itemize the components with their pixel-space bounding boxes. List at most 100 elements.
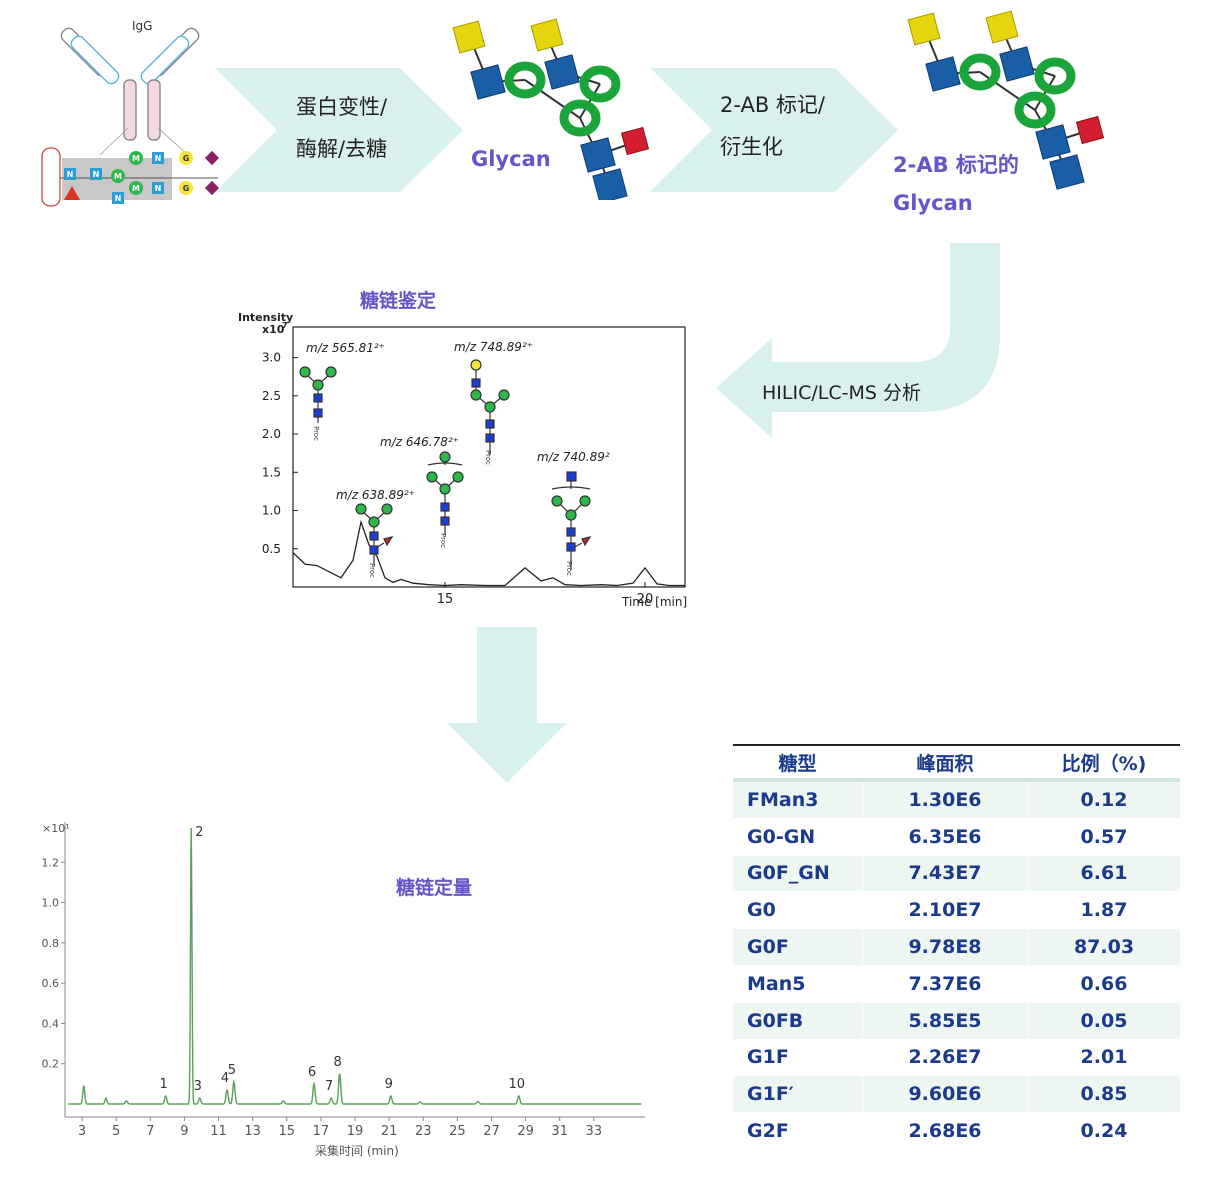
identification-title: 糖链鉴定 — [360, 290, 437, 312]
ratio-cell: 6.61 — [1080, 862, 1128, 885]
glycoform-cell: G0-GN — [733, 818, 863, 855]
svg-text:M: M — [132, 184, 140, 193]
ratio-cell: 0.24 — [1080, 1120, 1128, 1143]
header-glycoform: 糖型 — [733, 746, 863, 778]
peak-area-cell: 7.43E7 — [863, 855, 1028, 892]
step2-arrow — [650, 68, 898, 192]
q-peak-label: 3 — [194, 1079, 202, 1094]
step1-label: 蛋白变性/ 酶解/去糖 — [296, 95, 388, 161]
q-xtick-label: 7 — [146, 1124, 154, 1139]
glycoform-cell: G0 — [733, 892, 863, 929]
ratio-cell: 2.01 — [1080, 1046, 1128, 1069]
q-xtick-label: 9 — [180, 1124, 188, 1139]
q-xtick-label: 17 — [313, 1124, 330, 1139]
peak-area-cell: 9.60E6 — [863, 1076, 1028, 1113]
svg-text:Proc: Proc — [312, 426, 320, 441]
peak-area-cell: 2.68E6 — [863, 1113, 1028, 1149]
glycan-symbol-565: Proc — [299, 366, 337, 441]
id-xlabel: Time [min] — [621, 595, 687, 609]
q-peak-label: 4 — [221, 1071, 229, 1086]
svg-text:G: G — [183, 184, 190, 193]
q-xlabel: 采集时间 (min) — [315, 1143, 399, 1158]
q-xtick-label: 15 — [278, 1124, 295, 1139]
peak-area-cell: 6.35E6 — [863, 818, 1028, 855]
glycan-label: Glycan — [471, 147, 551, 171]
q-xtick-label: 25 — [449, 1124, 466, 1139]
svg-text:N: N — [155, 154, 162, 163]
glycoform-cell: G0FB — [733, 1002, 863, 1039]
ratio-cell: 1.87 — [1080, 899, 1128, 922]
ratio-cell: 0.66 — [1080, 972, 1128, 995]
q-peak-label: 5 — [228, 1063, 236, 1078]
id-ytick-label: 3.0 — [262, 351, 281, 365]
id-ylabel: Intensity — [238, 311, 293, 324]
q-xtick-label: 23 — [415, 1124, 432, 1139]
id-xtick-label: 20 — [637, 592, 654, 607]
peak-label-565: m/z 565.81²⁺ — [306, 341, 385, 355]
svg-text:Proc: Proc — [368, 563, 376, 578]
q-ytick-label: 0.2 — [42, 1058, 60, 1071]
step2-label: 2-AB 标记/ 衍生化 — [720, 93, 825, 159]
glycoform-cell: G0F — [733, 929, 863, 965]
q-xtick-label: 31 — [551, 1124, 568, 1139]
svg-text:M: M — [132, 154, 140, 163]
step1-arrow — [215, 68, 463, 192]
ratio-cell: 0.85 — [1080, 1083, 1128, 1106]
header-peak-area: 峰面积 — [863, 746, 1028, 778]
id-ylabel-2: x10 — [262, 323, 285, 336]
labeled-glycan-structure-icon — [907, 10, 1105, 190]
peak-area-cell: 5.85E5 — [863, 1002, 1028, 1039]
q-peak-label: 7 — [325, 1079, 333, 1094]
svg-text:N: N — [67, 170, 74, 179]
q-ylabel: ×10¹ — [42, 822, 70, 835]
svg-text:Proc: Proc — [565, 561, 573, 576]
hilic-label: HILIC/LC-MS 分析 — [762, 382, 921, 404]
q-xtick-label: 19 — [347, 1124, 364, 1139]
svg-text:N: N — [93, 170, 100, 179]
svg-text:N: N — [115, 194, 122, 203]
glycan-symbol-740: Proc — [551, 471, 592, 576]
q-xtick-label: 29 — [517, 1124, 534, 1139]
q-xtick-label: 33 — [586, 1124, 603, 1139]
id-ytick-label: 2.0 — [262, 427, 281, 441]
id-ytick-label: 0.5 — [262, 542, 281, 556]
id-ylabel-exp: 7 — [282, 321, 288, 330]
q-ytick-label: 0.4 — [42, 1017, 60, 1030]
q-ytick-label: 0.6 — [42, 977, 60, 990]
glycan-structure-icon — [452, 18, 650, 200]
svg-text:Proc: Proc — [439, 533, 447, 548]
down-arrow — [447, 627, 567, 783]
svg-text:M: M — [114, 172, 122, 181]
q-ytick-label: 1.0 — [42, 897, 60, 910]
svg-text:N: N — [155, 184, 162, 193]
labeled-glycan-label: 2-AB 标记的 Glycan — [893, 153, 1019, 215]
svg-text:Proc: Proc — [484, 450, 492, 465]
q-peak-label: 6 — [308, 1065, 316, 1080]
header-ratio: 比例（%) — [1061, 752, 1147, 775]
peak-area-cell: 9.78E8 — [863, 929, 1028, 965]
peak-area-cell: 1.30E6 — [863, 782, 1028, 818]
q-ytick-label: 0.8 — [42, 937, 60, 950]
igg-antibody-icon: IgG N N M M M N N N G G — [41, 19, 220, 207]
ratio-cell: 0.12 — [1080, 788, 1128, 811]
id-xtick-label: 15 — [437, 592, 454, 607]
q-peak-label: 1 — [160, 1077, 168, 1092]
q-xtick-label: 13 — [244, 1124, 261, 1139]
q-peak-label: 8 — [334, 1055, 342, 1070]
table-header: 糖型 峰面积 比例（%) — [733, 746, 1180, 782]
q-peak-label: 2 — [195, 825, 203, 840]
ratio-cell: 87.03 — [1073, 936, 1135, 959]
glycoform-cell: G1F — [733, 1039, 863, 1076]
peak-label-748: m/z 748.89²⁺ — [454, 340, 533, 354]
